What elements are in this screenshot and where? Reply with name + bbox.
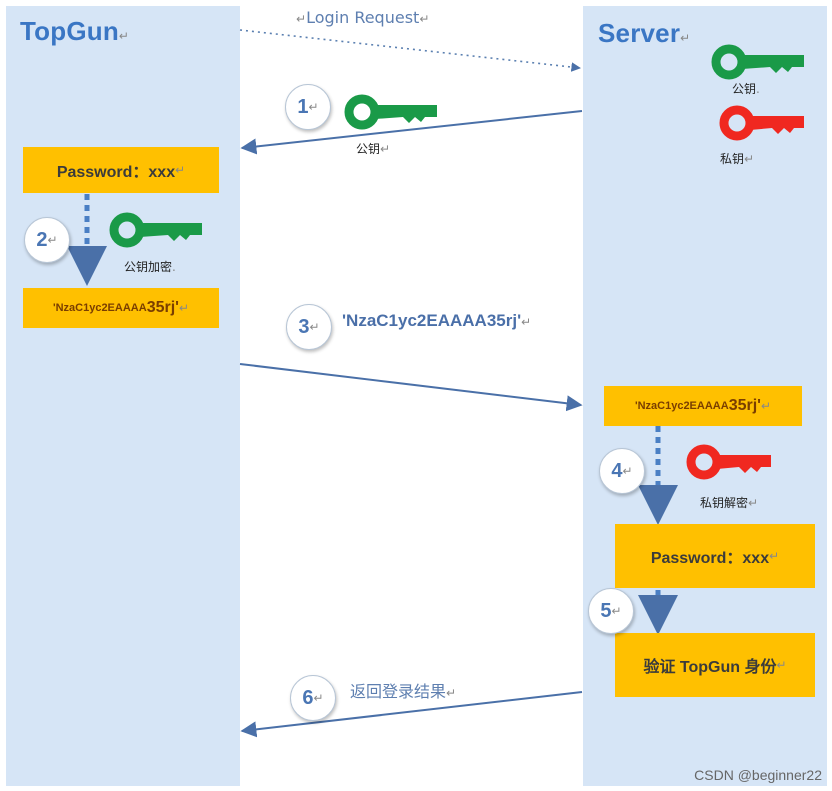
watermark: CSDN @beginner22 [694,767,822,783]
step-4-badge: 4↵ [599,448,645,494]
client-password-box: Password：xxx↵ [23,147,219,193]
step-2-badge: 2↵ [24,217,70,263]
server-private-key-label: 私钥↵ [720,152,755,166]
login-request-arrow [239,29,581,72]
step-5-badge: 5↵ [588,588,634,634]
client-lane [6,6,240,786]
key-icon [711,44,804,80]
encrypted-message-label: 'NzaC1yc2EAAAA35rj'↵ [342,311,532,330]
login-request-label: ↵Login Request↵ [296,8,430,27]
private-key-decrypt-label: 私钥解密↵ [700,496,759,510]
public-key-label: 公钥↵ [356,142,391,156]
server-public-key-label: 公钥. [732,82,760,96]
public-key-encrypt-label: 公钥加密. [124,260,176,274]
key-icon [109,212,202,248]
step-3-badge: 3↵ [286,304,332,350]
send-ciphertext-arrow [239,363,583,412]
server-title: Server↵ [598,18,691,48]
step-1-badge: 1↵ [285,84,331,130]
return-result-label: 返回登录结果↵ [350,682,457,701]
step-6-badge: 6↵ [290,675,336,721]
key-icon [686,444,771,480]
return-result-arrow [240,691,583,738]
key-icon [719,105,804,141]
client-title: TopGun↵ [20,16,130,46]
server-verify-box: 验证 TopGun 身份↵ [615,633,815,697]
key-icon [344,94,437,130]
server-password-box: Password：xxx↵ [615,524,815,588]
public-key-return-arrow [240,110,583,155]
